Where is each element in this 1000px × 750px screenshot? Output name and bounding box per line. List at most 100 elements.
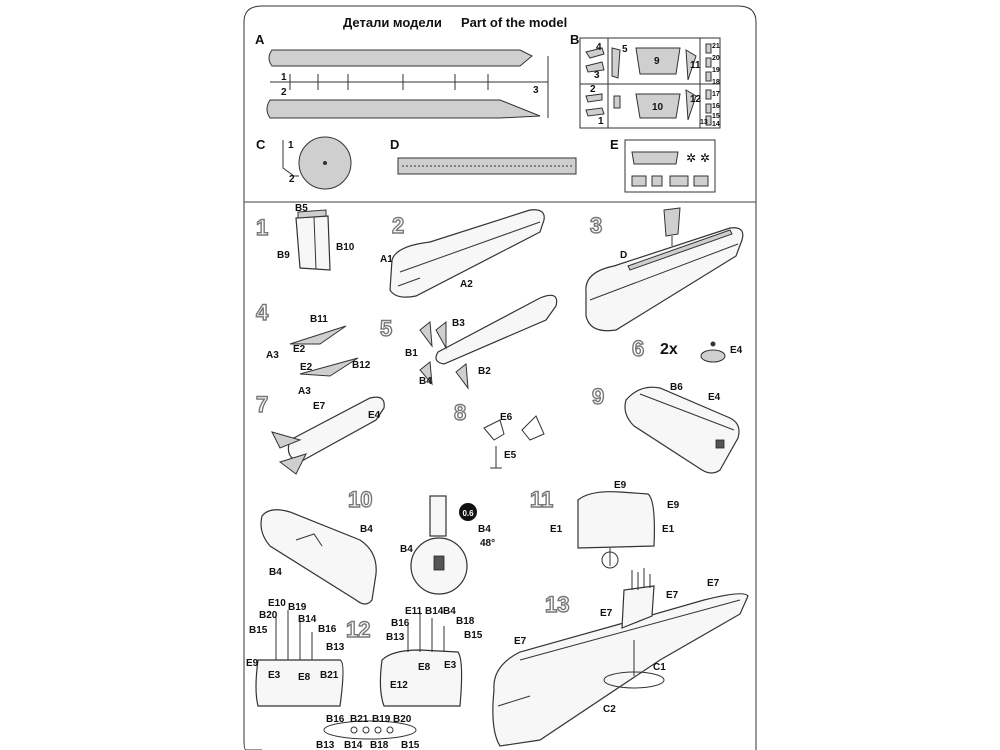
step-4-label-a3-b: A3 <box>298 386 311 397</box>
step-12-label-e10: E10 <box>268 598 286 609</box>
step-2-label-a2: A2 <box>460 279 473 290</box>
mast-detail: B16 B21 B19 B20 B13 B14 B18 B15 <box>316 714 420 750</box>
step-12-label-b18: B18 <box>456 616 475 627</box>
step-13: 13 E7 E7 E7 E7 C1 C2 <box>492 568 749 747</box>
sprue-letter-c: C <box>256 137 266 152</box>
sprue-a: A 1 2 3 <box>255 32 549 119</box>
step-6-label-e4: E4 <box>730 345 743 356</box>
mast-label-b18: B18 <box>370 740 389 750</box>
step-11-label-e9-b: E9 <box>667 500 680 511</box>
step-12-label-b14-b: B14 <box>425 606 444 617</box>
step-11-label-e1-a: E1 <box>550 524 563 535</box>
step-12-label-e9: E9 <box>246 658 259 669</box>
step-12-label-e3: E3 <box>268 670 281 681</box>
sprue-b-num-11: 11 <box>690 60 701 71</box>
sprue-b-num-5: 5 <box>622 44 628 55</box>
mast-label-b14: B14 <box>344 740 363 750</box>
mast-label-b21: B21 <box>350 714 369 725</box>
step-number-8: 8 <box>454 400 466 425</box>
step-1: 1 B5 B9 B10 <box>255 203 355 271</box>
step-number-11: 11 <box>530 487 553 512</box>
sprue-e: E ✲ ✲ <box>610 137 716 193</box>
sprue-b-part-10 <box>635 93 681 119</box>
step-12-label-e12: E12 <box>390 680 408 691</box>
step-12-label-b13: B13 <box>326 642 345 653</box>
step-12-label-b15-b: B15 <box>464 630 483 641</box>
sprue-d: D <box>390 137 577 175</box>
step-number-7: 7 <box>256 392 268 417</box>
step-number-12: 12 <box>346 617 370 642</box>
step-number-5: 5 <box>380 316 392 341</box>
step-number-4: 4 <box>256 300 269 325</box>
step-8: 8 E6 E5 <box>453 399 545 469</box>
step-12-label-e3-b: E3 <box>444 660 457 671</box>
step-4-label-a3-a: A3 <box>266 350 279 361</box>
step-13-label-e7-c: E7 <box>707 578 720 589</box>
sprue-c-num-1: 1 <box>288 140 294 151</box>
mast-label-b16: B16 <box>326 714 345 725</box>
step-4-label-b12: B12 <box>352 360 371 371</box>
step-1-label-b10: B10 <box>336 242 355 253</box>
step-5: 5 B3 B1 B4 B2 <box>379 294 558 390</box>
sprue-b-num-2: 2 <box>590 84 596 95</box>
svg-text:20: 20 <box>712 55 720 62</box>
svg-text:18: 18 <box>712 79 720 86</box>
mast-label-b20: B20 <box>393 714 412 725</box>
step-11-label-e1-b: E1 <box>662 524 675 535</box>
sprue-a-num-3: 3 <box>533 85 539 96</box>
step-12-label-e8: E8 <box>298 672 311 683</box>
step-12-label-b16-b: B16 <box>391 618 410 629</box>
sheet-border <box>243 5 757 750</box>
step-12: 12 E10 B20 B19 B14 B15 B16 B13 E9 E3 E8 … <box>246 598 483 707</box>
step-2-label-a1: A1 <box>380 254 393 265</box>
sprue-letter-b: B <box>570 32 579 47</box>
step-number-9: 9 <box>592 384 604 409</box>
drill-size: 0.6 <box>462 509 474 518</box>
step-1-label-b9: B9 <box>277 250 290 261</box>
step-6: 6 2x E4 <box>631 335 743 363</box>
title-ru: Детали модели <box>343 15 442 30</box>
step-12-label-b19: B19 <box>288 602 307 613</box>
step-10-label-b4-d: B4 <box>400 544 413 555</box>
step-2: 2 A1 A2 <box>380 209 545 298</box>
step-7: 7 E7 E4 <box>255 391 385 475</box>
step-4-label-b11: B11 <box>310 314 328 325</box>
sprue-b-num-3: 3 <box>594 70 600 81</box>
step-10-label-b4-b: B4 <box>269 567 282 578</box>
step-12-label-b13-b: B13 <box>386 632 405 643</box>
step-4-label-e2-b: E2 <box>300 362 313 373</box>
step-12-label-e8-b: E8 <box>418 662 431 673</box>
svg-text:14: 14 <box>712 121 720 128</box>
sprue-b-num-1: 1 <box>598 116 604 127</box>
step-3-label-d: D <box>620 250 627 261</box>
step-12-label-b20: B20 <box>259 610 278 621</box>
step-12-label-e11: E11 <box>405 606 423 617</box>
step-13-label-c1: C1 <box>653 662 666 673</box>
step-1-label-b5: B5 <box>295 203 308 214</box>
step-number-6: 6 <box>632 336 644 361</box>
step-12-label-b15: B15 <box>249 625 268 636</box>
step-number-13: 13 <box>545 592 569 617</box>
svg-text:13: 13 <box>700 119 708 126</box>
sprue-b: B 4 5 3 2 1 9 10 11 12 21 20 19 18 17 1 <box>570 32 721 129</box>
step-number-10: 10 <box>348 487 372 512</box>
step-9-label-e4: E4 <box>708 392 721 403</box>
step-7-label-e4: E4 <box>368 410 381 421</box>
step-4-label-e2-a: E2 <box>293 344 306 355</box>
sprue-b-num-9: 9 <box>654 56 660 67</box>
step-13-label-c2: C2 <box>603 704 616 715</box>
svg-text:19: 19 <box>712 67 720 74</box>
step-9-label-b6: B6 <box>670 382 683 393</box>
step-13-label-e7-a: E7 <box>600 608 613 619</box>
title-en: Part of the model <box>461 15 567 30</box>
sprue-b-num-10: 10 <box>652 102 664 113</box>
step-10: 10 B4 B4 0.6 B4 B4 48° <box>260 486 495 605</box>
step-5-label-b2: B2 <box>478 366 491 377</box>
step-5-label-b4: B4 <box>419 376 432 387</box>
step-10-label-b4-a: B4 <box>360 524 373 535</box>
svg-text:15: 15 <box>712 113 720 120</box>
svg-text:16: 16 <box>712 103 720 110</box>
step-number-3: 3 <box>590 213 602 238</box>
sprue-b-part-9 <box>635 47 681 75</box>
